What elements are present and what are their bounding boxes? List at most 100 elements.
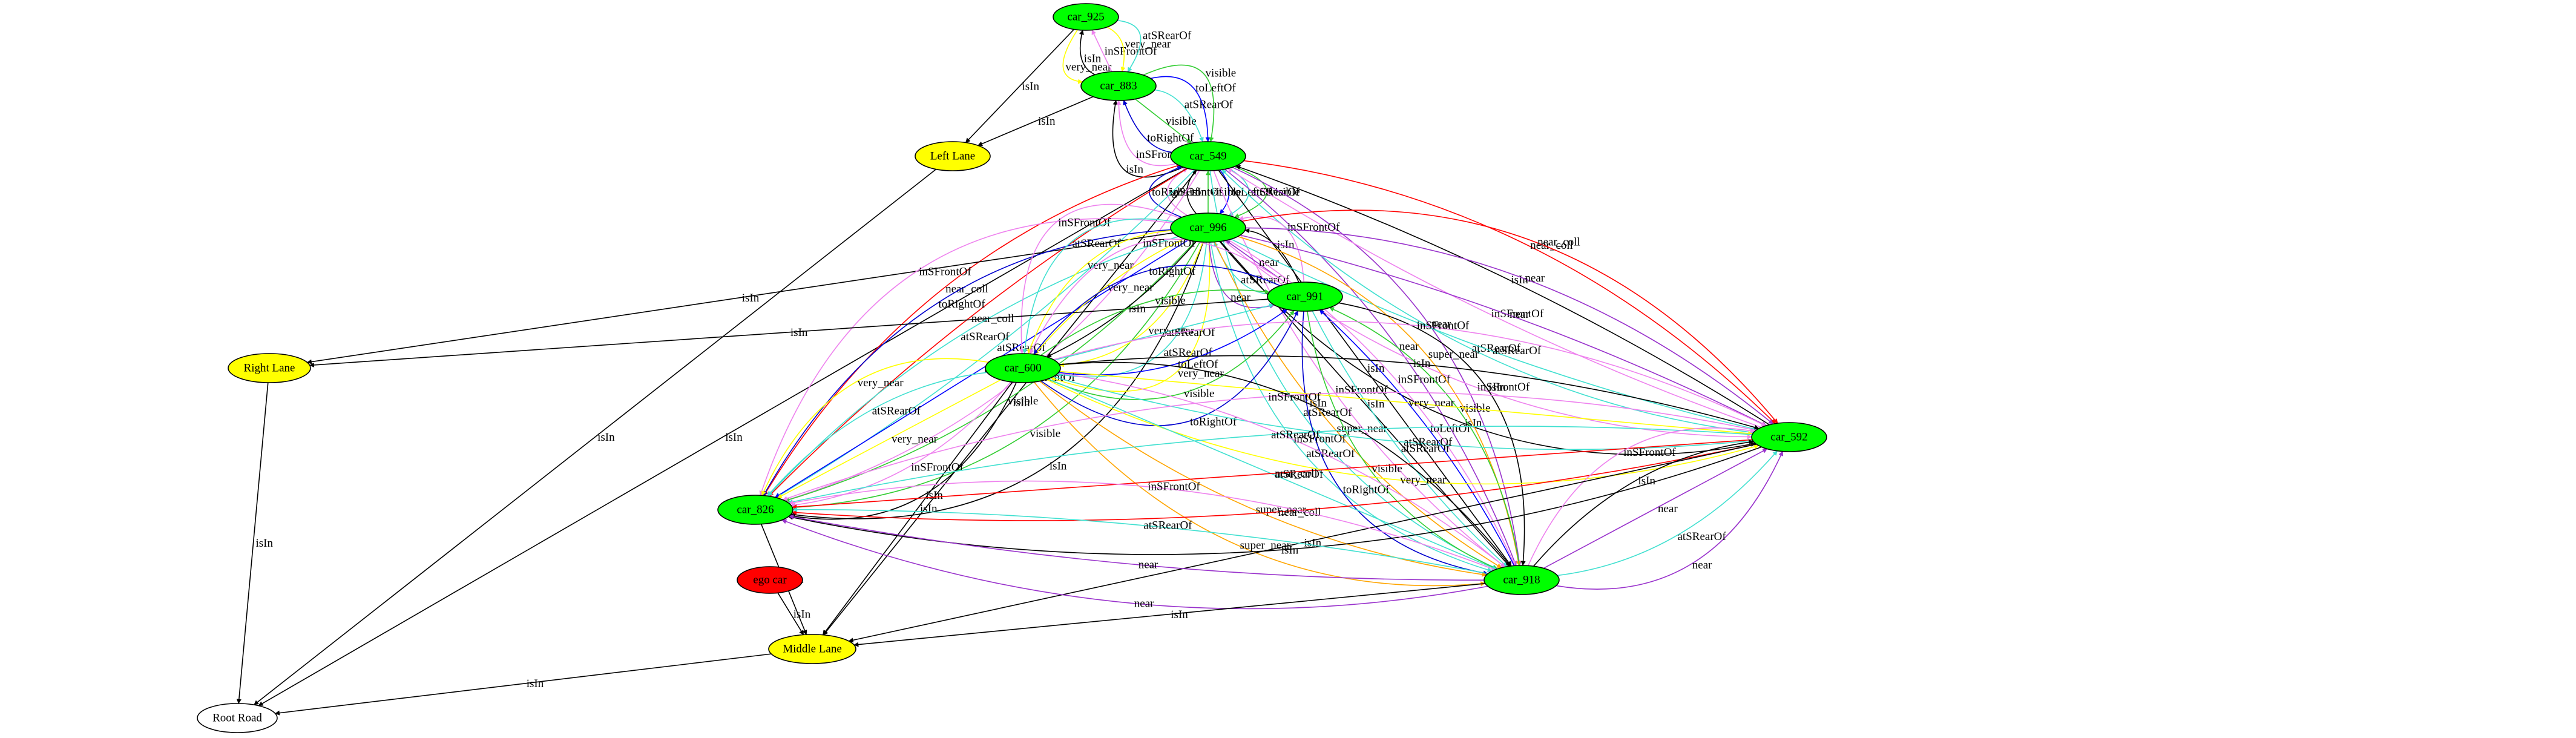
node-ellipse [768,634,856,664]
edge-label: near [1138,559,1158,572]
edge-label: isIn [742,292,760,305]
node-car-592: car_592 [1751,422,1827,452]
edge-car_918-toLeftOf-car_991 [1319,309,1515,566]
edge-label: isIn [790,326,808,339]
edge-label: atSRearOf [961,331,1010,343]
node-car-996: car_996 [1170,213,1246,243]
edge-ego_car-isIn-middle_lane [777,592,804,636]
node-label: car_600 [1004,361,1041,374]
edge-label: isIn [256,537,274,550]
edge-label: super_near [1240,539,1291,552]
node-ellipse [985,353,1061,383]
edge-label: inSFrontOf [919,265,971,278]
node-car-925: car_925 [1053,3,1119,31]
node-car-991: car_991 [1267,282,1343,312]
edge-label: toRightOf [1190,415,1237,428]
edge-car_996-atSRearOf-car_600 [1056,242,1208,378]
edge-car_592-inSFrontOf-car_826 [782,392,1756,501]
edge-label: inSFrontOf [1143,237,1195,250]
edge-label: toLeftOf [1430,422,1471,435]
edge-car_991-isIn-car_918 [1338,302,1526,566]
edge-label: isIn [1126,163,1144,176]
edge-label: isIn [1013,397,1030,409]
edge-label: toRightOf [1152,186,1199,199]
edge-label: toRightOf [939,298,986,311]
edge-label: isIn [597,431,615,444]
edge-label: near_coll [1275,467,1318,480]
edge-car_991-isIn-car_996 [1244,228,1300,283]
edge-label: near [1658,502,1678,515]
edge-car_883-isIn-car_925 [1079,30,1096,76]
edge-label: visible [1269,186,1300,199]
edge-label: very_near [1088,259,1134,272]
edge-label: isIn [1488,381,1506,394]
edge-car_925-isIn-left_lane [965,28,1074,143]
edge-car_600-inSFrontOf-car_592 [1053,320,1767,427]
edge-car_549-atSRearOf-car_826 [775,169,1195,498]
edge-car_600-isIn-car_826 [789,382,1017,520]
edge-label: inSFrontOf [1491,308,1544,320]
edge-car_918-isIn-car_592 [1533,440,1754,567]
edge-label: visible [1184,387,1215,400]
edge-car_996-near_coll-car_592 [1241,209,1778,424]
edge-label: isIn [1304,537,1322,550]
edge-label: isIn [1084,53,1102,65]
edge-car_996-super_near-car_918 [1214,242,1502,568]
edge-car_883-visible-car_549 [1143,64,1215,142]
edge-car_991-toRightOf-car_918 [1301,311,1488,576]
edge-label: isIn [527,677,544,690]
node-label: car_918 [1503,573,1540,586]
edge-car_883-toLeftOf-car_549 [1150,76,1211,142]
edge-car_549-near_coll-car_826 [763,165,1179,496]
edge-car_996-inSFrontOf-car_600 [1019,203,1181,354]
edge-car_600-atSRearOf-car_991 [1054,303,1274,361]
edge-label: visible [1206,67,1237,79]
edge-label: toRightOf [1149,265,1196,278]
node-ellipse [1053,3,1119,31]
edge-car_996-very_near-car_600 [1059,242,1204,367]
edge-car_996-near-car_592 [1245,227,1774,424]
edge-car_600-very_near-car_826 [777,379,1001,499]
edge-car_883-isIn-left_lane [978,96,1094,147]
edge-label: very_near [1400,474,1447,487]
edge-car_991-inSFrontOf-car_996 [1238,216,1305,283]
edge-label: atSRearOf [1306,447,1355,460]
node-label: car_883 [1100,79,1137,92]
node-ellipse [1080,71,1157,101]
edge-label: isIn [1511,274,1528,286]
edge-label: near_coll [1537,236,1580,249]
edge-car_918-inSFrontOf-car_826 [789,480,1496,570]
node-label: car_549 [1189,150,1226,162]
edge-label: inSFrontOf [1623,446,1676,459]
node-ellipse [1751,422,1827,452]
edge-label: near [1525,272,1545,285]
edge-label: isIn [1171,608,1188,621]
node-left-lane: Left Lane [915,141,991,171]
edge-car_996-visible-car_826 [784,241,1196,502]
edge-label: inSFrontOf [1148,481,1200,493]
edge-car_996-isIn-right_lane [306,232,1174,364]
node-ellipse [1484,565,1560,595]
edge-car_996-isIn-car_918 [1220,241,1510,567]
node-ellipse [197,703,278,733]
edge-label: atSRearOf [1493,344,1542,357]
node-ego-car: ego car [737,566,803,594]
node-right-lane: Right Lane [228,353,311,383]
edge-car_991-isIn-right_lane [309,298,1269,367]
edge-car_991-visible-car_918 [1307,311,1498,570]
edge-label: isIn [1638,475,1656,487]
edge-label: near [1259,256,1279,269]
edge-car_918-isIn-middle_lane [853,583,1485,647]
node-car-918: car_918 [1484,565,1560,595]
edge-label: very_near [1408,397,1455,409]
edge-label: toLeftOf [1195,82,1236,94]
edge-car_918-near-car_826 [789,514,1485,581]
edge-car_549-inSFrontOf-car_883 [1116,100,1177,166]
edge-label: near_coll [945,283,988,295]
edge-label: very_near [858,377,904,389]
edge-label: inSFrontOf [1293,432,1346,445]
edge-label: isIn [794,608,811,621]
edge-car_991-inSFrontOf-car_600 [1029,239,1287,355]
edge-car_883-visible-car_549 [1135,98,1192,144]
